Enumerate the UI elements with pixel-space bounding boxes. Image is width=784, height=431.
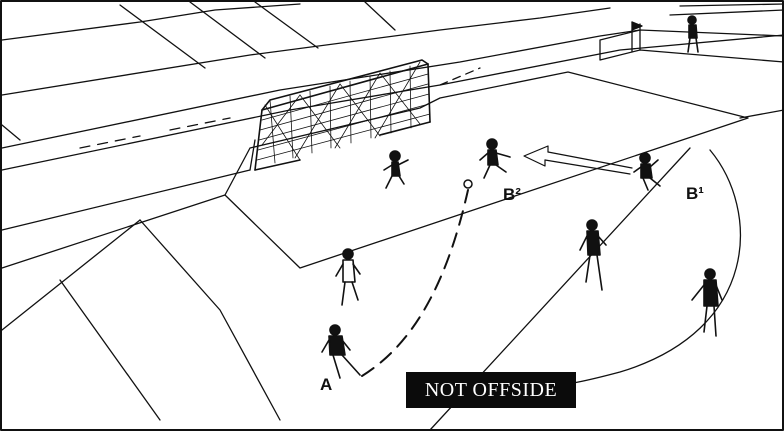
player-figure-b2 [480, 139, 510, 178]
stadium-stands [2, 2, 784, 230]
ball-icon [464, 180, 472, 188]
player-figure-defender-right [692, 269, 722, 336]
run-arrow-icon [524, 146, 632, 174]
player-figure-defender-center [580, 220, 606, 290]
player-label-a: A [320, 376, 332, 393]
pitch-markings [2, 72, 784, 430]
soccer-goal-icon [255, 60, 430, 170]
player-figure-far-right [688, 16, 698, 52]
player-figure-attacker-left [336, 249, 360, 305]
caption-badge: NOT OFFSIDE [406, 372, 576, 408]
player-label-b1: B¹ [686, 185, 704, 202]
player-label-b2: B² [503, 186, 521, 203]
player-figure-goalkeeper [384, 151, 408, 188]
player-figure-a [322, 325, 360, 378]
pass-trajectory-icon [362, 190, 468, 376]
caption-text: NOT OFFSIDE [425, 379, 557, 402]
